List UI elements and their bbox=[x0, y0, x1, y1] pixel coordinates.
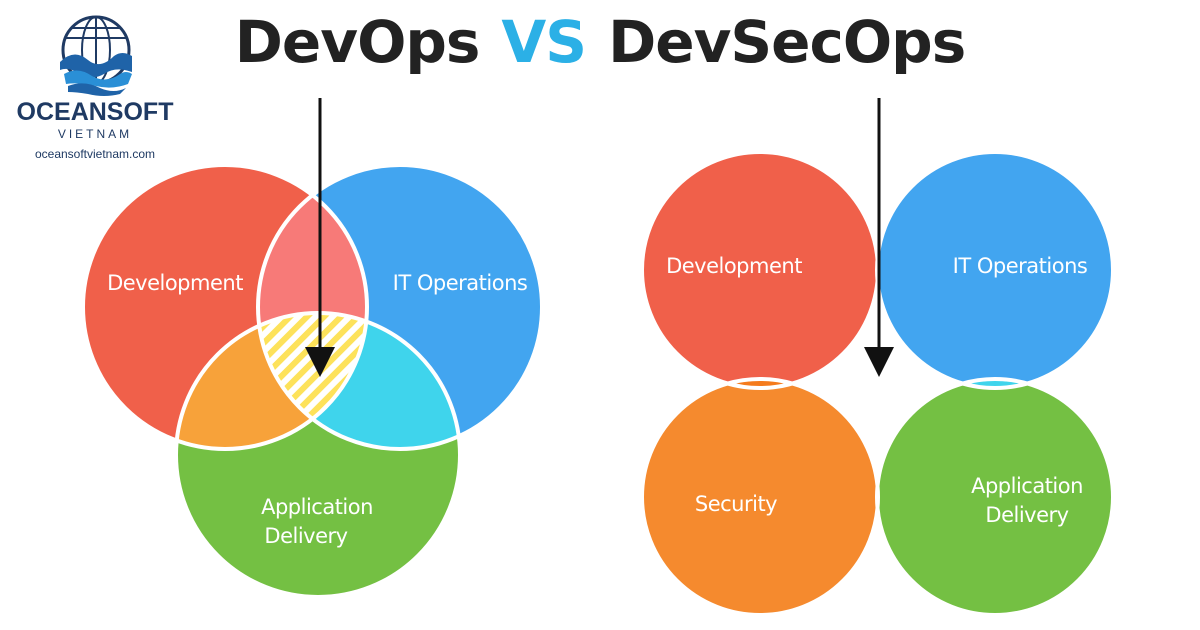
devsecops-label-it-operations: IT Operations bbox=[953, 254, 1088, 278]
brand-subtitle: VIETNAM bbox=[57, 127, 133, 141]
devops-label-it-operations: IT Operations bbox=[393, 271, 528, 295]
devsecops-label-delivery: Delivery bbox=[985, 503, 1068, 527]
brand-logo: OCEANSOFT VIETNAM oceansoftvietnam.com bbox=[0, 0, 190, 170]
devsecops-label-application: Application bbox=[971, 474, 1083, 498]
brand-url: oceansoftvietnam.com bbox=[34, 147, 156, 161]
devops-label-delivery: Delivery bbox=[264, 524, 347, 548]
brand-name: OCEANSOFT bbox=[16, 98, 174, 126]
globe-wave-icon bbox=[60, 15, 132, 96]
title-devops: DevOps bbox=[234, 8, 481, 76]
devops-label-development: Development bbox=[107, 271, 243, 295]
title-devsecops: DevSecOps bbox=[608, 8, 966, 76]
devsecops-label-development: Development bbox=[666, 254, 802, 278]
devops-dev-delivery-overlap bbox=[176, 313, 367, 449]
devsecops-development-circle bbox=[642, 152, 878, 388]
devsecops-security-circle bbox=[642, 379, 878, 615]
devsecops-label-security: Security bbox=[695, 492, 777, 516]
devops-ops-delivery-overlap bbox=[258, 313, 460, 449]
devsecops-it-operations-circle bbox=[877, 152, 1113, 388]
devops-label-application: Application bbox=[261, 495, 373, 519]
page-title: DevOps VS DevSecOps bbox=[0, 6, 1200, 78]
devsecops-application-delivery-circle bbox=[877, 379, 1113, 615]
title-vs: VS bbox=[501, 8, 587, 76]
